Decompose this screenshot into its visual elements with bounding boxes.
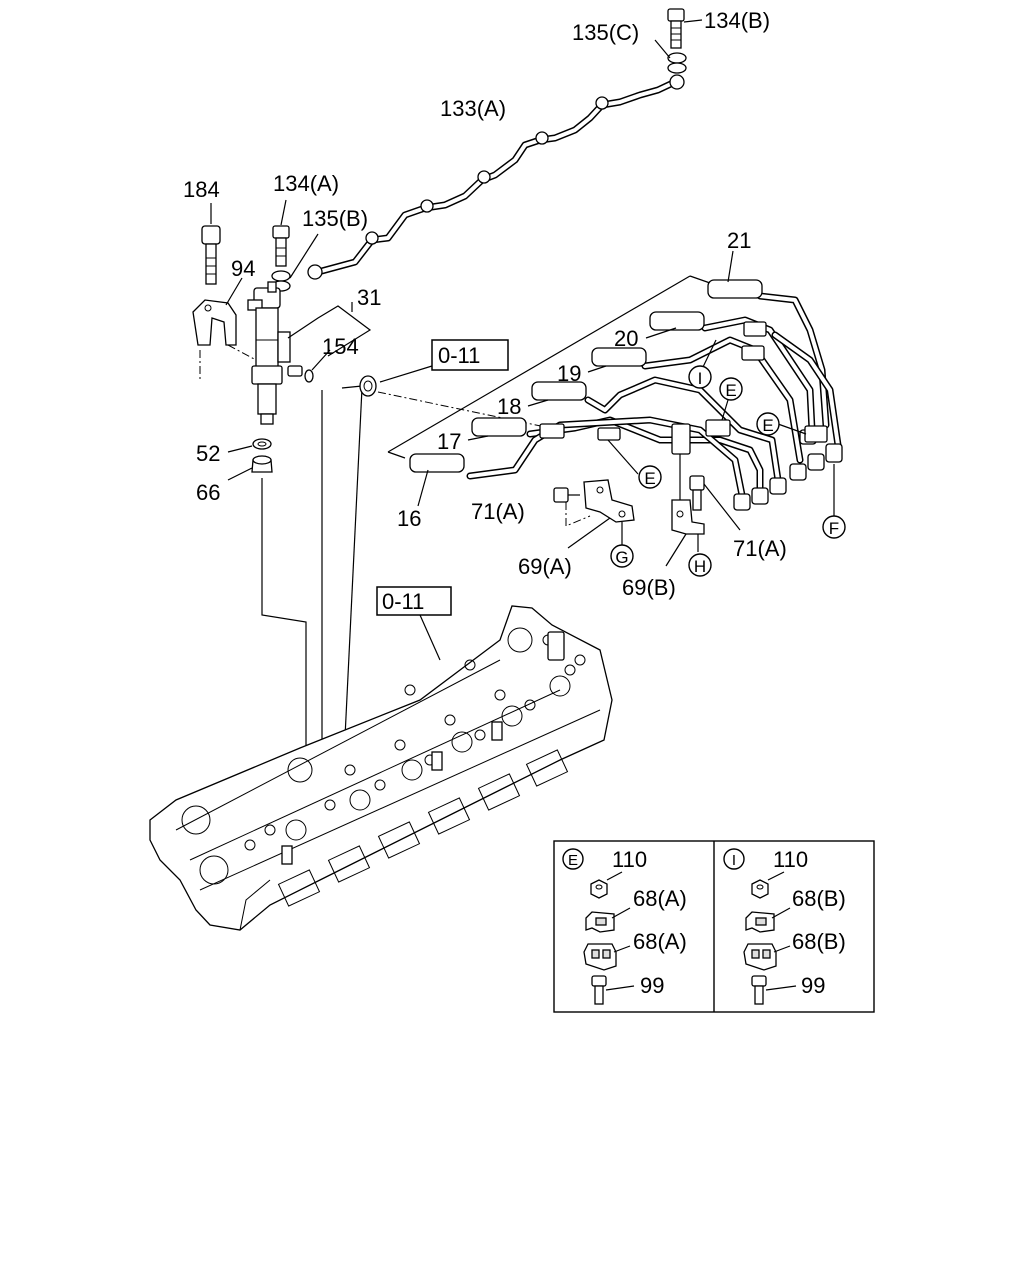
callout-g: G: [610, 544, 634, 568]
bracket-69b: [671, 499, 705, 535]
svg-text:E: E: [644, 469, 655, 488]
detail-i-nut-label: 110: [773, 847, 808, 872]
injector-clamp-94: [192, 299, 237, 346]
bolt-71a-right: [689, 475, 705, 511]
bolt-134b: [667, 8, 685, 49]
svg-text:F: F: [829, 519, 839, 538]
detail-i-bolt-label: 99: [801, 973, 825, 998]
o-ring-154: [304, 369, 314, 383]
label-135c: 135(C): [572, 20, 639, 45]
detail-i-clamp-lower: [743, 943, 777, 971]
bolt-71a-left: [553, 487, 580, 503]
label-16: 16: [397, 506, 421, 531]
detail-i-clamp-lower-label: 68(B): [792, 929, 846, 954]
svg-text:E: E: [568, 852, 578, 869]
pipe-end-nuts: [409, 279, 763, 473]
label-133a: 133(A): [440, 96, 506, 121]
label-134a: 134(A): [273, 171, 339, 196]
head-ports: [277, 749, 569, 907]
svg-text:I: I: [732, 852, 736, 869]
washer-52: [252, 438, 272, 450]
injection-pipes: [409, 279, 843, 511]
svg-text:H: H: [694, 557, 706, 576]
injector-bores: [181, 627, 571, 885]
seal-66: [251, 455, 273, 473]
callout-e-top: E: [719, 377, 743, 401]
detail-e-clamp-lower-label: 68(A): [633, 929, 687, 954]
washer-135c: [667, 52, 687, 74]
ref-box-mid: [376, 586, 452, 616]
detail-i-clamp-upper-label: 68(B): [792, 886, 846, 911]
label-21: 21: [727, 228, 751, 253]
callout-markers: I E E E F G H: [610, 365, 846, 577]
detail-e-badge: E: [562, 848, 584, 870]
ref-box-top-text: 0-11: [438, 343, 480, 368]
ref-box-mid-text: 0-11: [382, 589, 424, 614]
callout-e-mid: E: [638, 465, 662, 489]
callout-i-top: I: [688, 365, 712, 389]
detail-e-nut-label: 110: [612, 847, 647, 872]
detail-e-bolt-label: 99: [640, 973, 664, 998]
detail-e-clamp-lower: [583, 943, 617, 971]
callout-e-right: E: [756, 412, 780, 436]
label-71a-left: 71(A): [471, 499, 525, 524]
detail-i-clamp-upper: [745, 911, 775, 933]
detail-i-badge: I: [723, 848, 745, 870]
label-17: 17: [437, 429, 461, 454]
label-69b: 69(B): [622, 575, 676, 600]
label-71a-right: 71(A): [733, 536, 787, 561]
label-31: 31: [357, 285, 381, 310]
label-19: 19: [557, 361, 581, 386]
callout-f: F: [822, 515, 846, 539]
injector-31: [247, 281, 291, 425]
svg-text:I: I: [698, 369, 703, 388]
label-134b: 134(B): [704, 8, 770, 33]
label-69a: 69(A): [518, 554, 572, 579]
leak-off-pipe-133a: [307, 74, 685, 280]
label-94: 94: [231, 256, 255, 281]
detail-i-bolt: [751, 975, 767, 1005]
label-20: 20: [614, 326, 638, 351]
bolt-184: [201, 225, 221, 285]
callout-h: H: [688, 553, 712, 577]
detail-i-nut: [751, 879, 769, 899]
label-52: 52: [196, 441, 220, 466]
svg-text:E: E: [762, 416, 773, 435]
detail-e-bolt: [591, 975, 607, 1005]
cylinder-head: [149, 605, 613, 931]
bracket-69a: [583, 479, 635, 523]
label-66: 66: [196, 480, 220, 505]
detail-e: E 110 68(A) 68(A) 99: [562, 847, 687, 1005]
detail-i: I 110 68(B) 68(B) 99: [723, 847, 846, 1005]
detail-e-clamp-upper: [585, 911, 615, 933]
label-184: 184: [183, 177, 220, 202]
detail-e-nut: [590, 879, 608, 899]
svg-text:G: G: [615, 548, 628, 567]
svg-text:E: E: [725, 381, 736, 400]
ref-box-top: [431, 339, 509, 371]
detail-panel: E 110 68(A) 68(A) 99: [553, 840, 875, 1013]
pipe-clamps: [539, 321, 828, 455]
label-154: 154: [322, 334, 359, 359]
part-labels: 135(C) 134(B) 133(A) 184 134(A) 135(B) 9…: [183, 8, 787, 600]
label-135b: 135(B): [302, 206, 368, 231]
label-18: 18: [497, 394, 521, 419]
gasket-ref-part: [359, 375, 377, 397]
pipe-banjo-fittings: [307, 74, 685, 280]
bolt-134a: [272, 225, 290, 267]
detail-e-clamp-upper-label: 68(A): [633, 886, 687, 911]
